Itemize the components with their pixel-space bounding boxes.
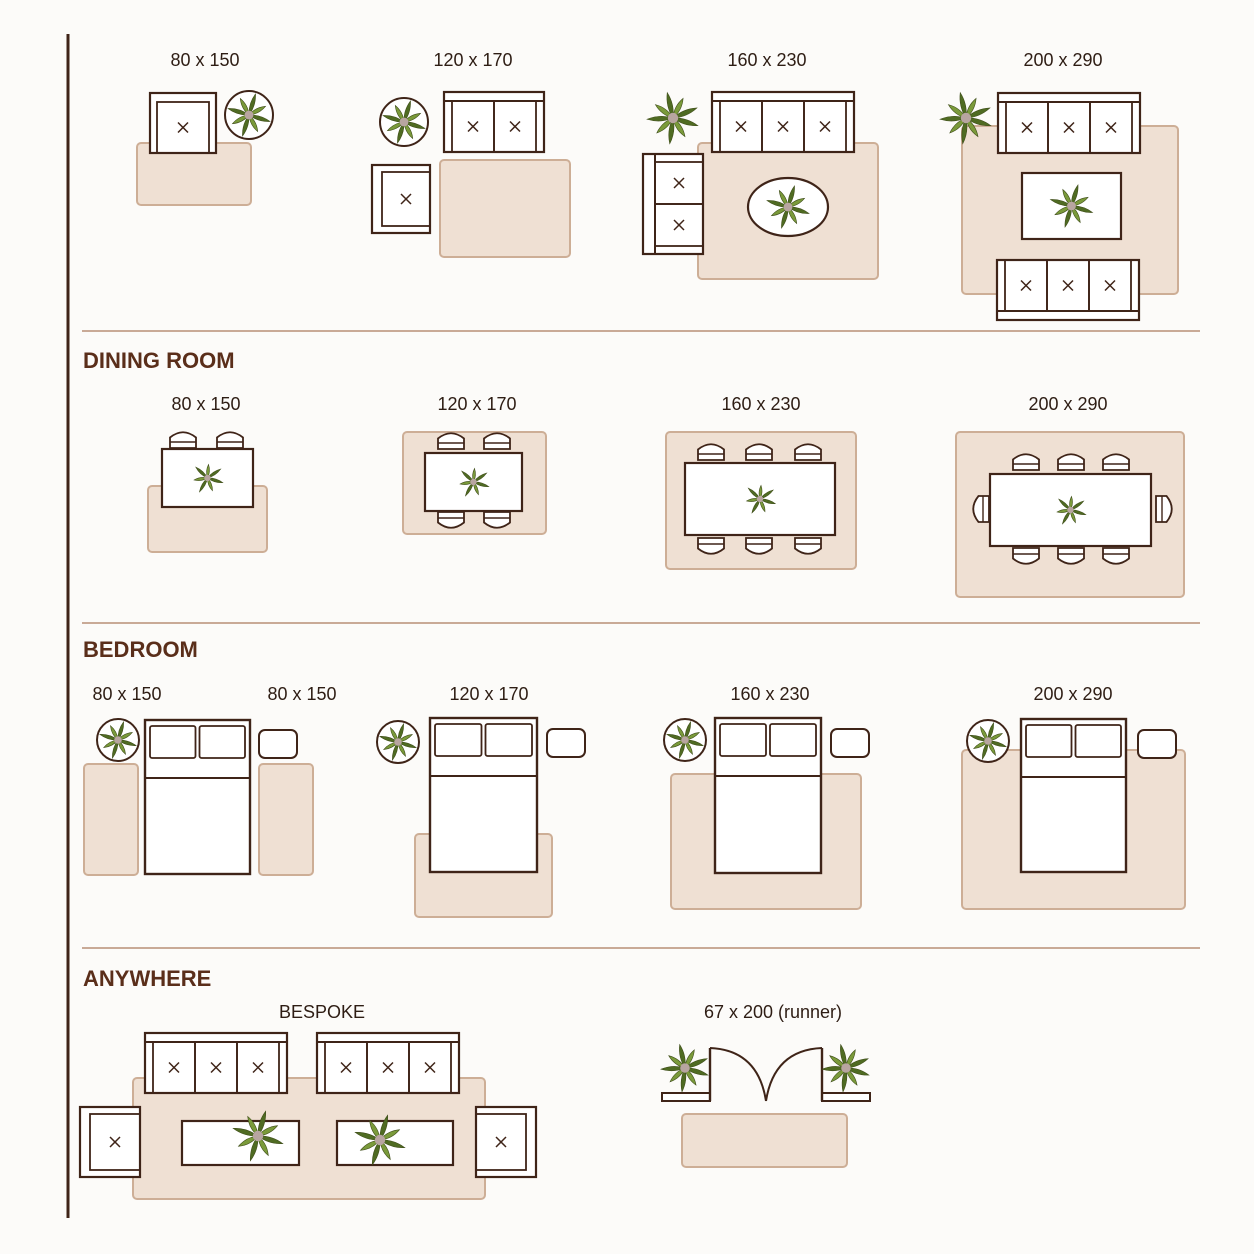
dining-size-label-4: 200 x 290 bbox=[1028, 394, 1107, 414]
armchair-icon bbox=[370, 163, 432, 235]
bed-icon bbox=[143, 718, 252, 876]
plant-icon bbox=[459, 467, 490, 497]
bed-icon bbox=[713, 716, 823, 875]
sofa-icon bbox=[710, 90, 856, 154]
armchair-icon bbox=[474, 1105, 538, 1179]
plant-icon bbox=[1056, 495, 1087, 525]
plant-icon bbox=[224, 90, 274, 140]
living-size-label-4: 200 x 290 bbox=[1023, 50, 1102, 70]
chair-icon bbox=[794, 537, 822, 555]
dining-size-label-3: 160 x 230 bbox=[721, 394, 800, 414]
dining-size-label-1: 80 x 150 bbox=[171, 394, 240, 414]
plant-icon bbox=[354, 1114, 406, 1166]
chair-icon bbox=[697, 537, 725, 555]
bedroom-size-label-1: 80 x 150 bbox=[92, 684, 161, 704]
plant-icon bbox=[821, 1043, 870, 1093]
chair-icon bbox=[437, 511, 465, 529]
rug-icon bbox=[83, 763, 139, 876]
bedroom-size-label-3: 120 x 170 bbox=[449, 684, 528, 704]
rug-icon bbox=[681, 1113, 848, 1168]
nightstand-icon bbox=[546, 728, 586, 758]
chair-icon bbox=[697, 443, 725, 461]
section-title-bedroom: BEDROOM bbox=[83, 637, 198, 662]
plant-icon bbox=[939, 91, 992, 145]
pillow-icon bbox=[1074, 724, 1122, 758]
anywhere-label-runner: 67 x 200 (runner) bbox=[704, 1002, 842, 1022]
pillow-icon bbox=[1025, 724, 1073, 758]
bedroom-size-label-4: 160 x 230 bbox=[730, 684, 809, 704]
sofa-icon bbox=[442, 90, 546, 154]
living-size-label-3: 160 x 230 bbox=[727, 50, 806, 70]
section-title-anywhere: ANYWHERE bbox=[83, 966, 211, 991]
dining-size-label-2: 120 x 170 bbox=[437, 394, 516, 414]
rug-icon bbox=[439, 159, 571, 258]
nightstand-icon bbox=[258, 729, 298, 759]
armchair-icon bbox=[148, 91, 218, 155]
bed-icon bbox=[1019, 717, 1128, 874]
plant-icon bbox=[646, 91, 699, 145]
plant-icon bbox=[745, 484, 777, 514]
pillow-icon bbox=[719, 723, 767, 757]
chair-icon bbox=[745, 537, 773, 555]
chair-icon bbox=[972, 495, 990, 523]
chair-icon bbox=[483, 511, 511, 529]
plant-icon bbox=[766, 185, 810, 229]
sofa-icon bbox=[315, 1031, 461, 1095]
chair-icon bbox=[1057, 547, 1085, 565]
nightstand-icon bbox=[830, 728, 870, 758]
chair-icon bbox=[745, 443, 773, 461]
pillow-icon bbox=[198, 725, 246, 759]
sofa-icon bbox=[996, 91, 1142, 155]
furniture-layer bbox=[78, 90, 1177, 1179]
chair-icon bbox=[216, 431, 244, 449]
plant-icon bbox=[966, 719, 1010, 763]
pillow-icon bbox=[149, 725, 197, 759]
anywhere-label-bespoke: BESPOKE bbox=[279, 1002, 365, 1022]
pillow-icon bbox=[484, 723, 533, 757]
armchair-icon bbox=[78, 1105, 142, 1179]
plant-icon bbox=[379, 97, 429, 147]
chair-icon bbox=[1102, 453, 1130, 471]
sofa-icon bbox=[641, 152, 705, 256]
sofa-icon bbox=[143, 1031, 289, 1095]
plant-icon bbox=[660, 1043, 709, 1093]
pillow-icon bbox=[434, 723, 483, 757]
nightstand-icon bbox=[1137, 729, 1177, 759]
chair-icon bbox=[483, 432, 511, 450]
rug-icon bbox=[258, 763, 314, 876]
bed-icon bbox=[428, 716, 539, 874]
bedroom-size-label-5: 200 x 290 bbox=[1033, 684, 1112, 704]
plant-icon bbox=[193, 463, 224, 493]
plant-icon bbox=[376, 720, 420, 764]
chair-icon bbox=[794, 443, 822, 461]
living-size-label-1: 80 x 150 bbox=[170, 50, 239, 70]
bedroom-size-label-2: 80 x 150 bbox=[267, 684, 336, 704]
section-title-dining-room: DINING ROOM bbox=[83, 348, 235, 373]
chair-icon bbox=[1102, 547, 1130, 565]
plant-icon bbox=[663, 718, 707, 762]
living-size-label-2: 120 x 170 bbox=[433, 50, 512, 70]
chair-icon bbox=[1012, 547, 1040, 565]
door-icon bbox=[661, 1047, 871, 1102]
chair-icon bbox=[169, 431, 197, 449]
plant-icon bbox=[232, 1110, 284, 1162]
chair-icon bbox=[1057, 453, 1085, 471]
chair-icon bbox=[437, 432, 465, 450]
chair-icon bbox=[1012, 453, 1040, 471]
coffee-table-icon bbox=[1020, 171, 1123, 241]
plants-layer bbox=[96, 90, 1094, 1166]
plant-icon bbox=[1049, 184, 1094, 228]
sofa-icon bbox=[995, 258, 1141, 322]
chair-icon bbox=[1155, 495, 1173, 523]
plant-icon bbox=[96, 718, 140, 762]
pillow-icon bbox=[769, 723, 817, 757]
